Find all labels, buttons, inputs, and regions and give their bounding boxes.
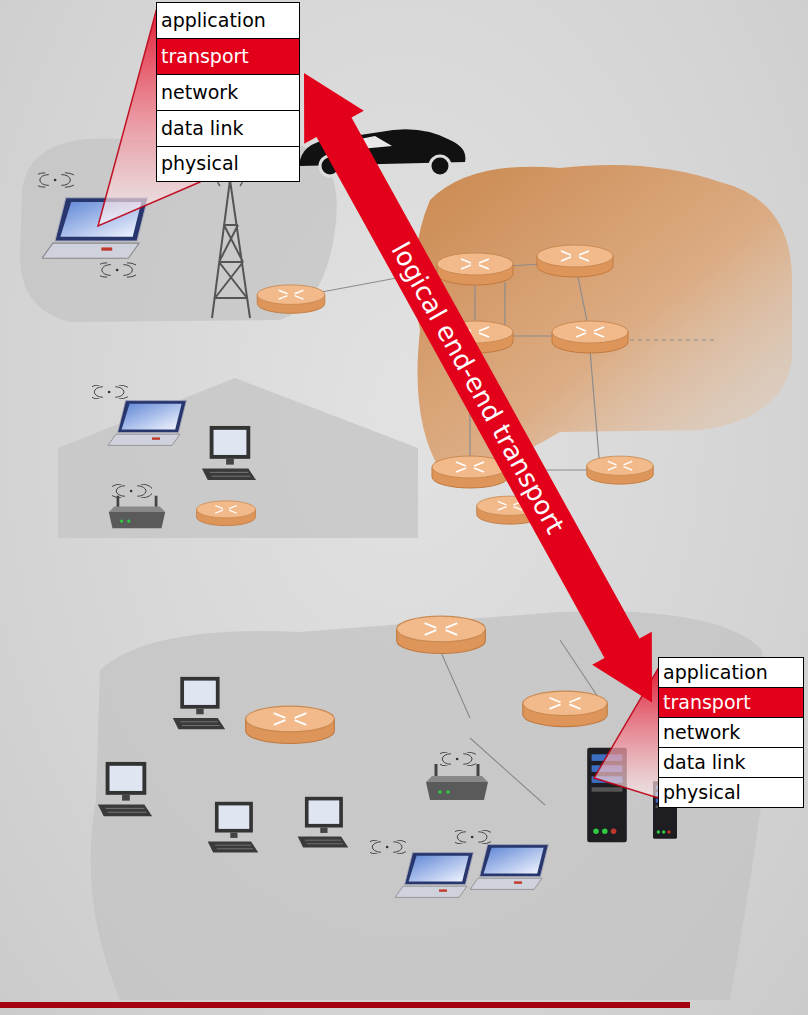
layer-box: physical <box>658 777 804 808</box>
layer-box: application <box>156 2 300 39</box>
layer-box: application <box>658 657 804 688</box>
highlighted-layer-box: transport <box>658 687 804 718</box>
layer-box: network <box>156 74 300 111</box>
layer-box: physical <box>156 146 300 182</box>
layer-box: data link <box>156 110 300 147</box>
layer-box: network <box>658 717 804 748</box>
layer-name: data link <box>663 748 745 776</box>
layer-box: data link <box>658 747 804 778</box>
layer-name: data link <box>161 111 243 145</box>
transport-arrow <box>304 73 652 703</box>
layer-name: transport <box>161 39 249 73</box>
layer-name: network <box>663 718 740 746</box>
highlighted-layer-box: transport <box>156 38 300 75</box>
layer-name: physical <box>161 147 239 180</box>
layer-name: application <box>161 3 266 37</box>
layer-name: network <box>161 75 238 109</box>
layer-name: transport <box>663 688 751 716</box>
layer-name: application <box>663 658 768 686</box>
layer-name: physical <box>663 778 741 806</box>
